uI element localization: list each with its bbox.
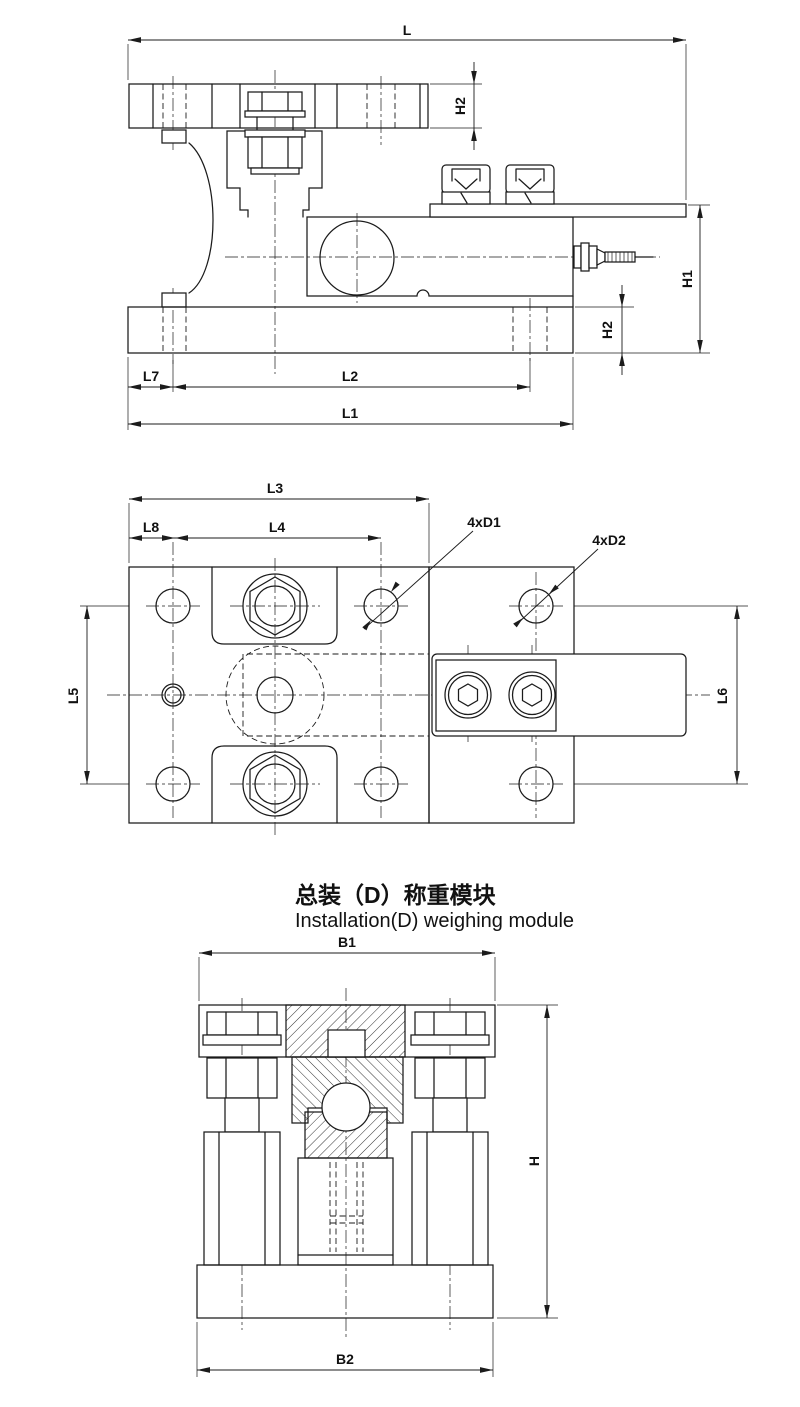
title-chinese: 总装（D）称重模块	[295, 882, 496, 908]
dim-label-H1: H1	[679, 270, 695, 288]
hidden-body-outline	[225, 645, 429, 745]
base-plate	[196, 1264, 494, 1319]
dim-label-L: L	[403, 22, 412, 38]
top-plate	[128, 83, 429, 129]
dim-label-B2: B2	[336, 1351, 354, 1367]
top-mounting-plate	[429, 203, 687, 218]
center-bolt-stack	[226, 91, 323, 218]
load-cell-body	[306, 216, 574, 308]
dim-label-L6: L6	[714, 688, 730, 705]
front-view: B1 H B2	[196, 934, 558, 1377]
front-left-bolt	[202, 1011, 282, 1266]
front-view-dimensions: B1 H B2	[196, 934, 558, 1377]
dim-label-B1: B1	[338, 934, 356, 950]
load-ball	[321, 1082, 371, 1132]
side-view-dimensions: L H2 H1 H2 L7 L2 L1	[127, 22, 710, 430]
socket-screws-plan	[444, 671, 556, 719]
load-button	[327, 1029, 366, 1058]
support-column	[297, 1157, 394, 1266]
hex-bolt-top	[242, 573, 308, 639]
dim-label-H: H	[526, 1156, 542, 1166]
title-block: 总装（D）称重模块 Installation(D) weighing modul…	[295, 882, 574, 932]
callout-label-4xD1: 4xD1	[467, 514, 501, 530]
dim-label-L7: L7	[143, 368, 160, 384]
dim-label-L1: L1	[342, 405, 359, 421]
callout-label-4xD2: 4xD2	[592, 532, 626, 548]
mounting-holes	[155, 588, 554, 802]
plan-view: L3 L8 L4 L5 L6 4xD1	[65, 480, 748, 835]
front-top-plate	[198, 1004, 496, 1058]
plan-view-dimensions: L3 L8 L4 L5 L6 4xD1	[65, 480, 748, 785]
top-boss	[211, 566, 338, 645]
dim-label-L2: L2	[342, 368, 359, 384]
dim-label-L4: L4	[269, 519, 286, 535]
bottom-boss	[211, 745, 338, 824]
dim-label-L3: L3	[267, 480, 284, 496]
bottom-plate	[127, 306, 574, 354]
callout-4xD1: 4xD1	[362, 514, 501, 631]
dim-label-L8: L8	[143, 519, 160, 535]
title-english: Installation(D) weighing module	[295, 910, 574, 932]
side-view: L H2 H1 H2 L7 L2 L1	[127, 22, 710, 430]
cap-screws-side	[441, 164, 555, 205]
cable-stud	[573, 242, 654, 272]
load-cell-hole	[319, 220, 395, 296]
dim-label-H2-top: H2	[452, 97, 468, 115]
callout-4xD2: 4xD2	[513, 532, 626, 628]
dim-label-H2-bottom: H2	[599, 321, 615, 339]
front-right-bolt	[410, 1011, 490, 1266]
dim-label-L5: L5	[65, 688, 81, 705]
hex-bolt-bottom	[242, 751, 308, 817]
flexure-link	[161, 129, 214, 308]
